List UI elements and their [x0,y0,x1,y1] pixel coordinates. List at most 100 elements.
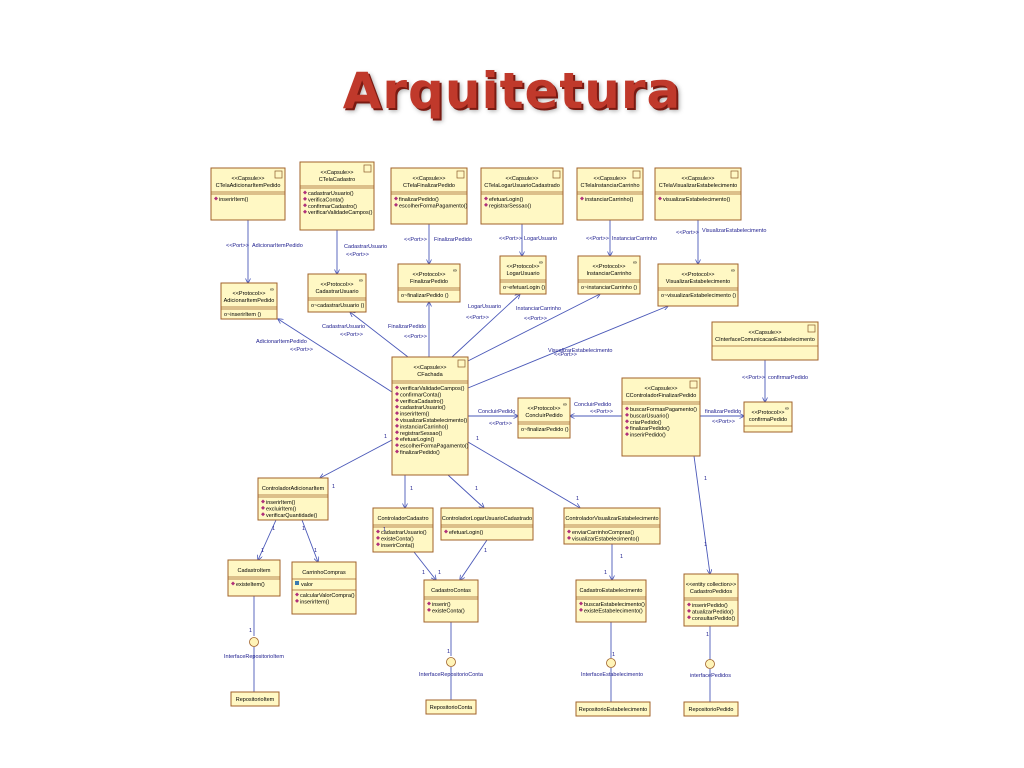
class-name: ControladorVisualizarEstabelecimento [565,516,658,522]
connector-label: 1 [261,548,264,554]
class-box-b4: <<Capsule>>CTelaLogarUsuarioCadastradoef… [480,167,564,225]
operation-icon [579,601,583,606]
class-box-b15: ∞<<Protocol>>ConcluirPedidoo~finalizarPe… [517,397,571,439]
connector-label: finalizarPedido [705,409,741,415]
class-stereotype: <<Capsule>> [231,176,264,182]
class-operation: existeConta() [432,608,465,614]
class-operation: instanciarCarrinho() [585,197,633,203]
class-stereotype: <<Protocol>> [751,410,784,416]
class-operation: confirmarCadastro() [308,204,357,210]
operation-icon [376,535,380,540]
operation-icon [395,391,399,396]
operation-icon [579,607,583,612]
connector-label: 1 [475,486,478,492]
connector-label: InterfaceRepositorioConta [419,672,484,678]
connector-label: 1 [447,649,450,655]
connector-label: interfacePedidos [690,673,731,679]
connector [350,312,408,357]
operation-icon [303,203,307,208]
class-box-b20: ControladorLogarUsuarioCadastradoefetuar… [440,507,534,541]
class-box-b12: ∞<<Protocol>>VisualizarEstabelecimentoo~… [657,263,739,307]
operation-icon [261,499,265,504]
operation-icon [395,404,399,409]
class-name: CTelaAdicionarItemPedido [216,183,281,189]
operation-icon [687,608,691,613]
connector-label: <<Port>> [712,419,735,425]
class-operation: confirmarConta() [400,392,441,398]
protocol-icon: ∞ [453,268,457,274]
connector-label: 1 [620,554,623,560]
operation-icon [303,196,307,201]
class-stereotype: <<Capsule>> [644,386,677,392]
class-operation: o~instanciarCarrinho () [581,285,637,291]
connector-label: 1 [314,548,317,554]
operation-icon [395,398,399,403]
connector-label: <<Port>> [676,230,699,236]
connector [278,319,392,392]
operation-icon [376,529,380,534]
class-operation: verificarValidadeCampos() [308,210,373,216]
capsule-icon [363,164,372,173]
connector [258,519,277,560]
capsule-icon [807,324,816,333]
class-name: ControladorLogarUsuarioCadastrado [442,516,532,522]
class-operation: buscarFormasPagamento() [630,407,697,413]
operation-icon [625,425,629,430]
class-box-b27: RepositorioItem [230,691,280,707]
capsule-icon [456,170,465,179]
connector-label: <<Port>> [346,252,369,258]
class-name: CTelaLogarUsuarioCadastrado [484,183,560,189]
class-operation: excluirItem() [266,506,296,512]
capsule-icon [552,170,561,179]
connector-label: 1 [438,570,441,576]
operation-icon [395,385,399,390]
class-box-b22: CadastroItem existeItem() [227,559,281,597]
operation-icon [658,196,662,201]
attribute-icon [295,581,299,585]
connector-label: FinalizarPedido [434,237,472,243]
class-operation: inserirItem() [400,412,430,418]
operation-icon [295,598,299,603]
connector-label: 1 [272,526,275,532]
class-operation: calcularValorCompra() [300,593,355,599]
connector-label: ConcluirPedido [478,409,515,415]
class-operation: inserirConta() [381,543,414,549]
connector-label: LogarUsuario [524,236,557,242]
class-name: ControladorAdicionarItem [262,486,325,492]
class-operation: efetuarLogin() [400,437,434,443]
class-operation: cadastrarUsuario() [308,191,354,197]
class-operation: visualizarEstabelecimento() [663,197,730,203]
connector [468,306,668,388]
class-box-b8: ∞<<Protocol>>CadastrarUsuarioo~cadastrar… [307,273,367,313]
class-operation: inserirItem() [300,599,330,605]
class-box-b1: <<Capsule>>CTelaAdicionarItemPedidoinser… [210,167,286,221]
connector-labels: <<Port>> AdicionarItemPedido CadastrarUsua… [224,228,808,679]
class-operation: buscarEstabelecimento() [584,602,645,608]
class-box-b23: CarrinhoComprasvalorcalcularValorCompra(… [291,561,357,615]
capsule-icon [632,170,641,179]
operation-icon [214,196,218,201]
connector-label: <<Port>> [524,316,547,322]
operation-icon [261,505,265,510]
class-operation: existeItem() [236,582,265,588]
connector-label: CadastrarUsuario [344,244,387,250]
connector-label: 1 [576,496,579,502]
class-name: CadastroItem [237,568,270,574]
class-box-b5: <<Capsule>>CTelaInstanciarCarrinhoinstan… [576,167,644,221]
protocol-icon: ∞ [785,406,789,412]
connector-label: <<Port>> [489,421,512,427]
class-name: CadastroContas [431,588,471,594]
connector-label: ConcluirPedido [574,402,611,408]
class-operation: visualizarEstabelecimento() [572,536,639,542]
operation-icon [625,406,629,411]
connector-label: InstanciarCarrinho [516,306,561,312]
operation-icon [395,449,399,454]
class-operation: criarPedido() [630,420,662,426]
operation-icon [395,423,399,428]
class-operation: o~finalizarPedido () [401,293,449,299]
connector-label: AdicionarItemPedido [256,339,307,345]
class-stereotype: <<Capsule>> [681,176,714,182]
class-operation: verificarQuantidade() [266,513,318,519]
